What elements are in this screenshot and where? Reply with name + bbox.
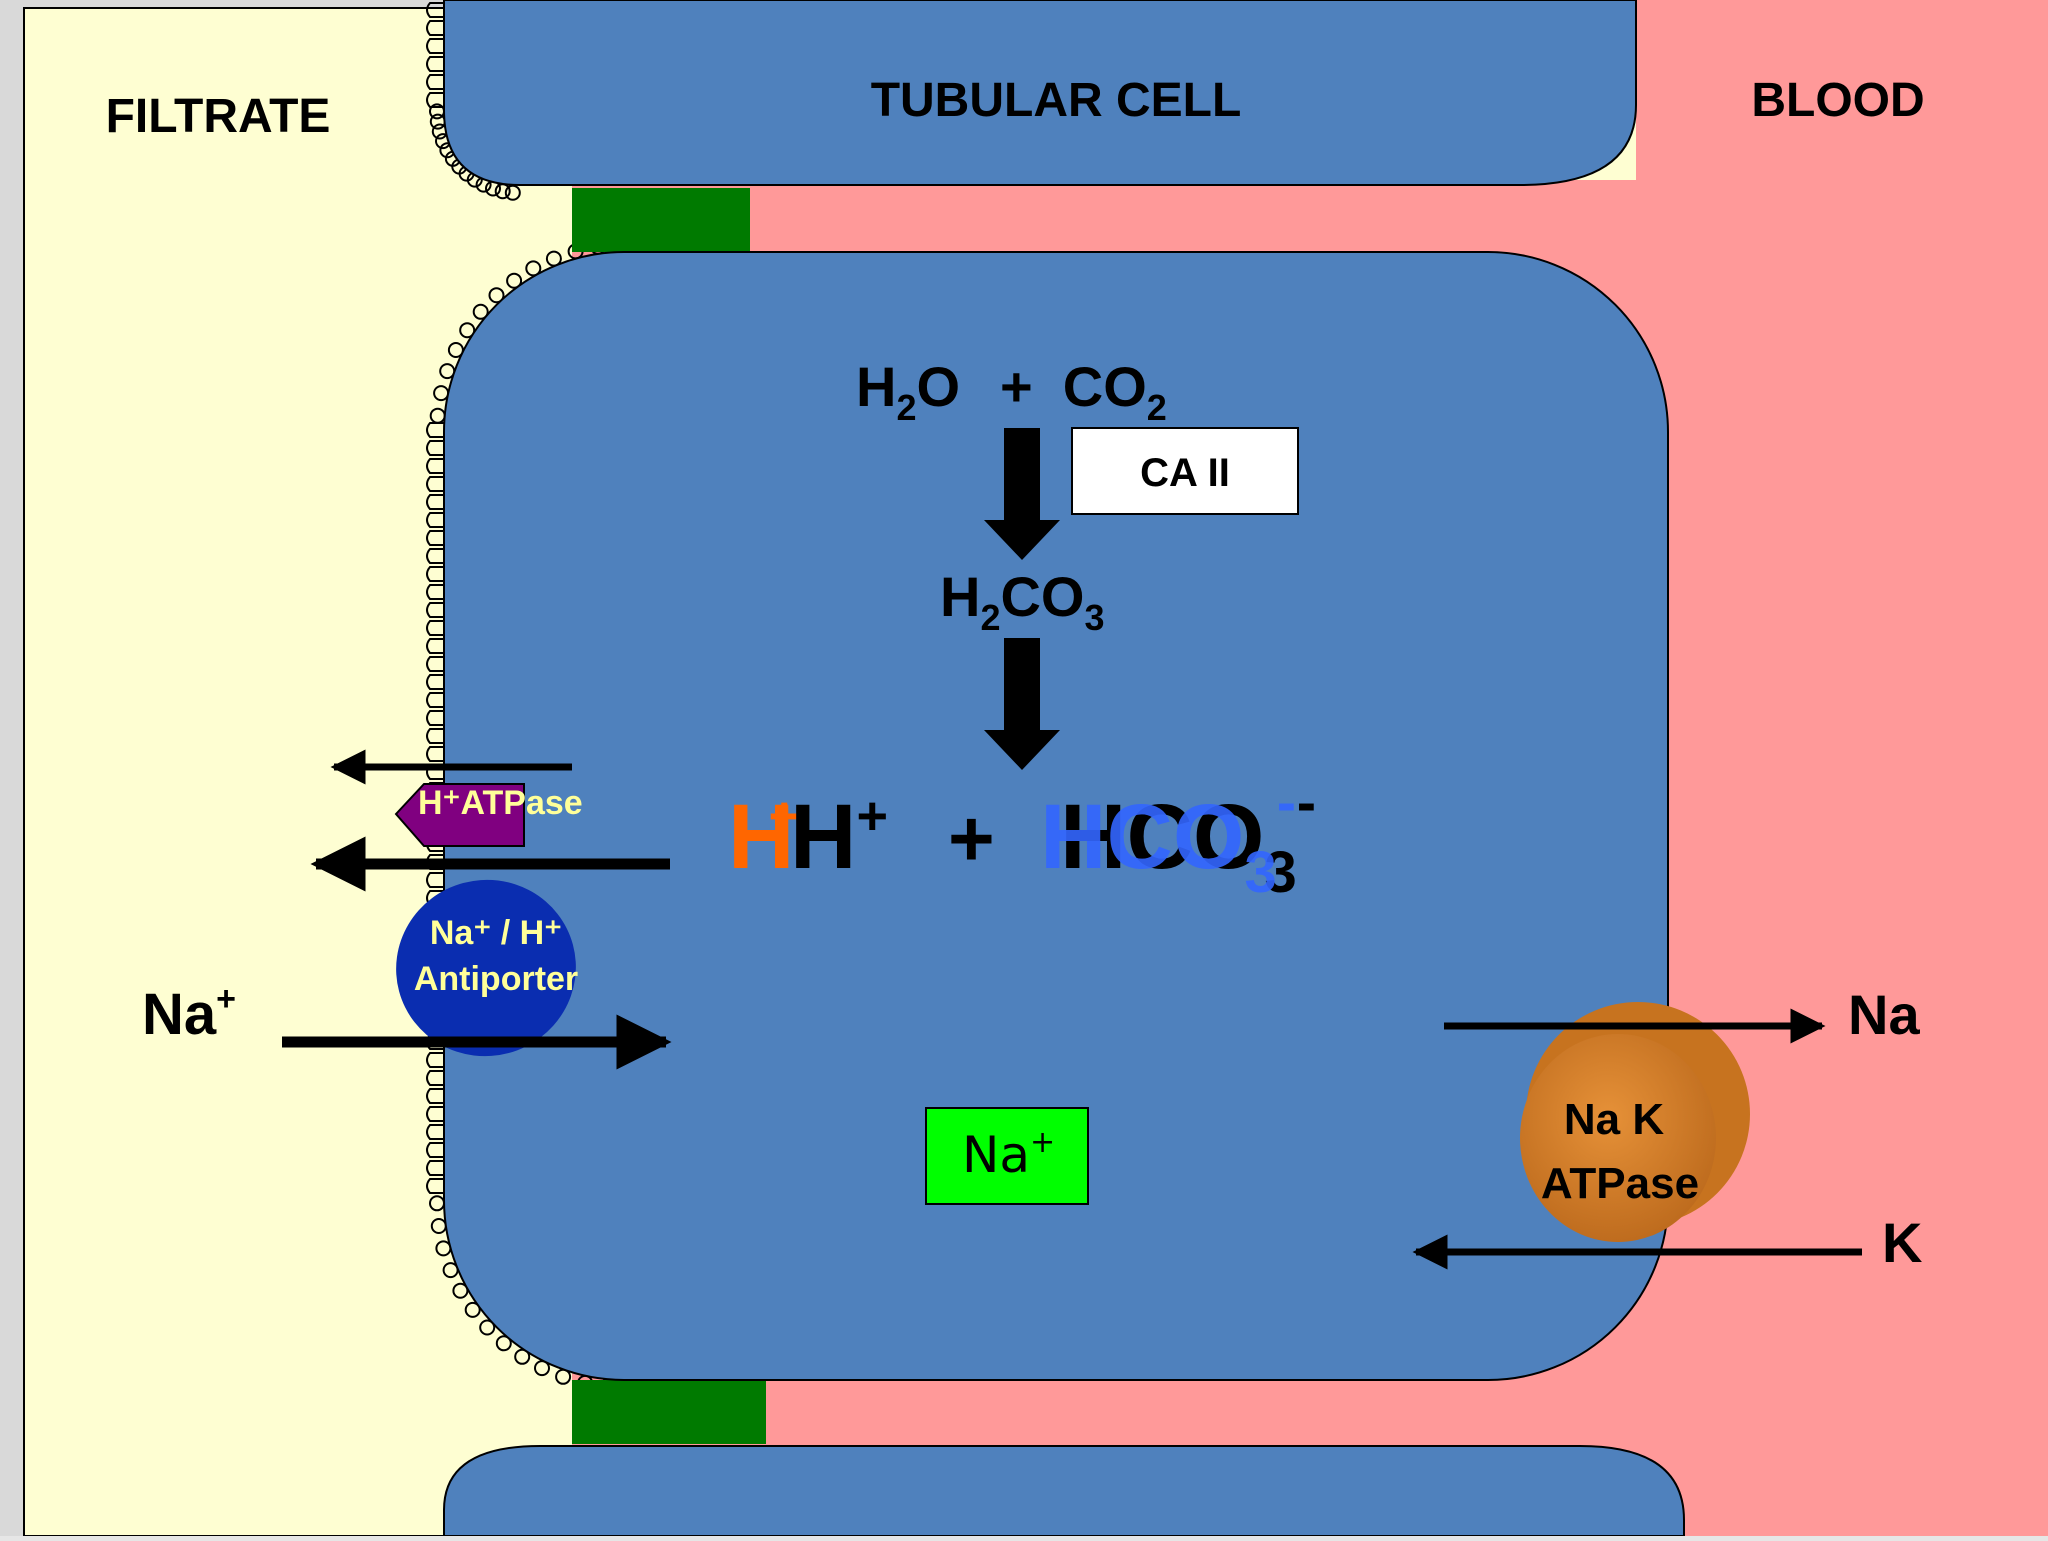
- microvillus: [495, 1335, 512, 1352]
- h-atpase-label: H⁺ATPase: [418, 784, 583, 822]
- microvillus: [479, 1319, 496, 1336]
- antiporter-label-line1: Na⁺ / H⁺: [430, 914, 562, 952]
- h2o-co2-formula: H2O+CO2: [856, 355, 1167, 428]
- bicarbonate-ion: HCO3-: [1060, 770, 1316, 905]
- microvillus: [426, 440, 444, 456]
- bottom-tubular-cell: [443, 1445, 1685, 1537]
- microvillus: [426, 92, 444, 108]
- microvillus: [426, 530, 444, 546]
- microvillus: [426, 728, 444, 744]
- nak-pump: [1520, 1034, 1716, 1242]
- microvillus: [426, 1160, 444, 1176]
- microvillus: [426, 1124, 444, 1140]
- microvillus: [488, 287, 505, 304]
- microvillus: [426, 1178, 444, 1194]
- microvillus: [426, 38, 444, 54]
- h-ion-moving: H+: [728, 786, 800, 888]
- microvillus: [426, 872, 444, 888]
- microvillus: [426, 74, 444, 90]
- microvillus: [426, 1142, 444, 1158]
- microvillus: [426, 584, 444, 600]
- na-cell-box: [925, 1107, 1089, 1205]
- microvillus: [426, 422, 444, 438]
- reaction-plus: +: [948, 794, 995, 883]
- microvillus: [426, 56, 444, 72]
- top-tubular-cell: [443, 0, 1637, 186]
- antiporter-protein: [396, 879, 576, 1057]
- microvillus: [459, 322, 476, 339]
- microvillus: [426, 656, 444, 672]
- k-blood-label: K: [1882, 1211, 1922, 1274]
- tight-junction-top: [572, 188, 750, 252]
- microvillus: [426, 1052, 444, 1068]
- blood-label: BLOOD: [1751, 74, 1924, 127]
- nak-label-line2: ATPase: [1541, 1159, 1699, 1208]
- microvillus: [426, 620, 444, 636]
- na-cell-label: Na+: [962, 1125, 1055, 1184]
- microvillus: [426, 548, 444, 564]
- bicarbonate-ion-moving: HCO3-: [1040, 770, 1296, 905]
- antiporter-label-line2: Antiporter: [414, 960, 578, 998]
- microvillus: [506, 272, 523, 289]
- microvillus: [426, 458, 444, 474]
- microvillus: [426, 692, 444, 708]
- microvillus: [426, 710, 444, 726]
- h-atpase-pump: [394, 783, 525, 847]
- arrow-down-2: [984, 638, 1060, 770]
- arrow-down-1: [984, 428, 1060, 560]
- tight-junction-bottom: [572, 1380, 766, 1444]
- microvillus: [426, 1088, 444, 1104]
- carbonic-acid-formula: H2CO3: [940, 565, 1105, 638]
- microvillus: [426, 494, 444, 510]
- microvillus: [426, 674, 444, 690]
- tubular-cell-label: TUBULAR CELL: [871, 74, 1242, 127]
- h-ion: H+: [790, 786, 888, 888]
- microvillus: [472, 303, 489, 320]
- na-filtrate-label: Na+: [142, 980, 236, 1047]
- enzyme-label: CA II: [1140, 451, 1230, 495]
- microvillus: [426, 20, 444, 36]
- microvillus: [426, 1070, 444, 1086]
- microvillus: [426, 512, 444, 528]
- microvillus: [426, 476, 444, 492]
- nak-label-line1: Na K: [1564, 1095, 1664, 1144]
- microvillus: [426, 638, 444, 654]
- microvillus: [514, 1348, 531, 1365]
- microvillus: [426, 566, 444, 582]
- microvillus: [426, 2, 444, 18]
- na-blood-label: Na: [1848, 983, 1920, 1046]
- microvillus: [426, 602, 444, 618]
- filtrate-label: FILTRATE: [106, 90, 331, 143]
- microvillus: [426, 1106, 444, 1122]
- enzyme-box: [1071, 427, 1299, 515]
- blood-region: [1636, 0, 2048, 1536]
- microvillus: [464, 1301, 481, 1318]
- microvillus: [426, 746, 444, 762]
